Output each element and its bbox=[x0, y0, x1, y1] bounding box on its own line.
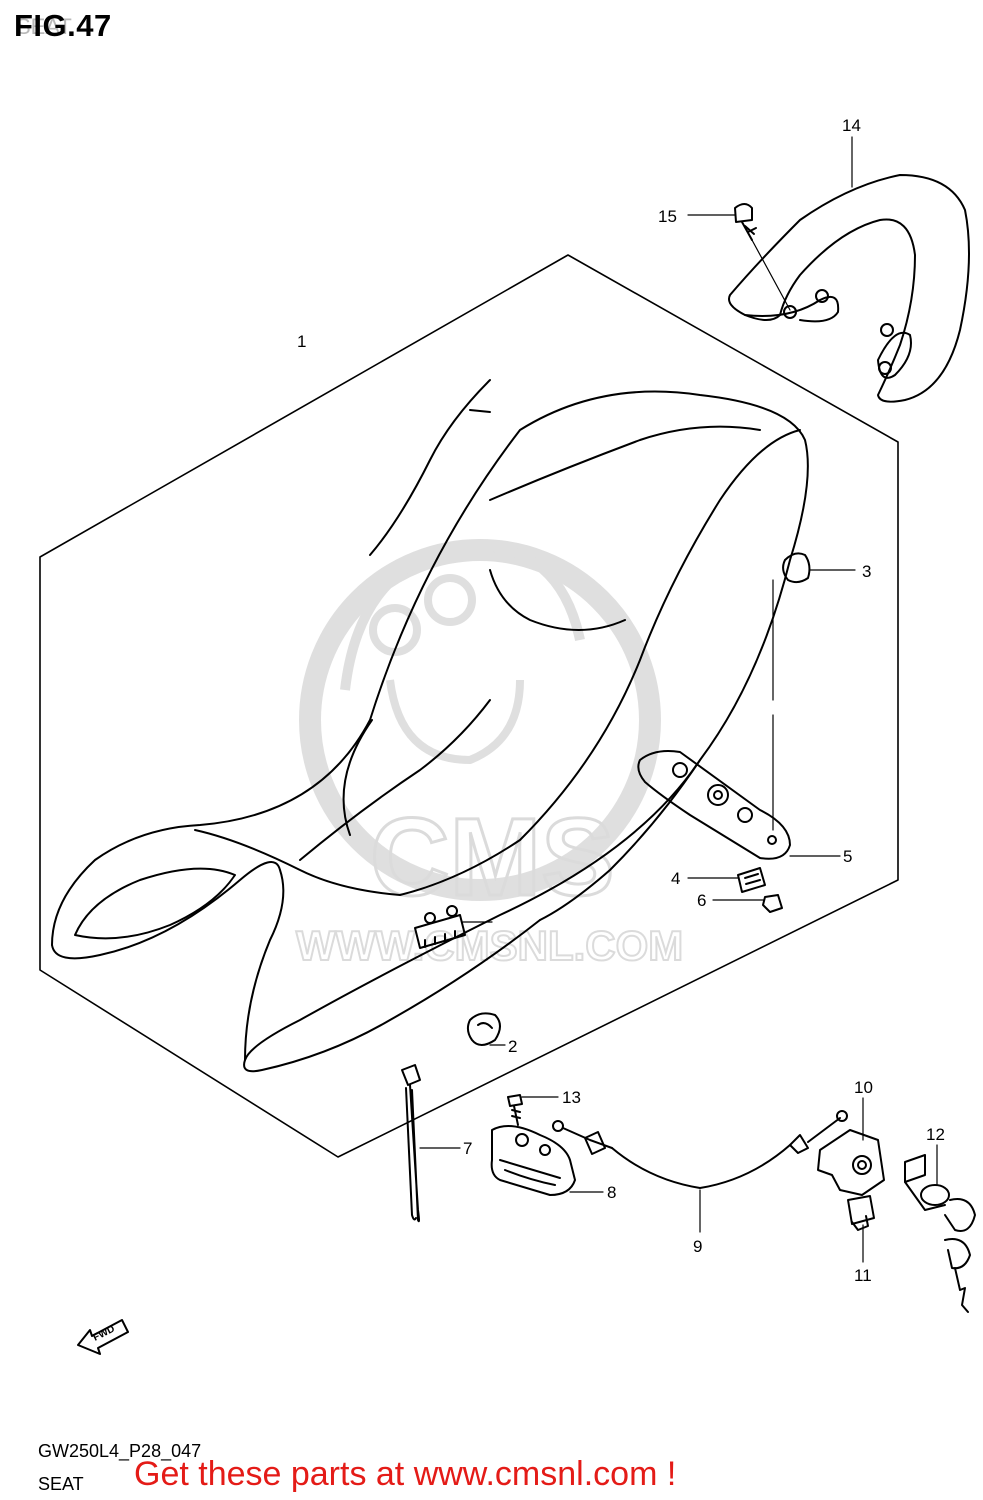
callout-8: 8 bbox=[607, 1183, 616, 1202]
callout-7: 7 bbox=[463, 1139, 472, 1158]
figure-title: FIG.47 bbox=[14, 8, 112, 43]
promo-link-text[interactable]: Get these parts at www.cmsnl.com ! bbox=[134, 1455, 677, 1493]
part-15-bolt[interactable] bbox=[734, 203, 757, 241]
part-13-screw[interactable] bbox=[507, 1094, 523, 1126]
fwd-arrow-icon bbox=[77, 1319, 129, 1355]
seat-stitch-front bbox=[369, 379, 491, 556]
seat-cushion-rubber bbox=[414, 905, 466, 949]
callout-4: 4 bbox=[671, 869, 680, 888]
callout-13: 13 bbox=[562, 1088, 581, 1107]
callout-numbers: 1 2 3 4 5 6 7 8 9 10 11 12 13 14 15 bbox=[297, 116, 945, 1285]
seat-stitch-side bbox=[489, 569, 626, 631]
part-4-grommet[interactable] bbox=[737, 867, 766, 893]
seat-base-left bbox=[51, 861, 285, 1061]
seat-stitch-lower bbox=[299, 699, 491, 861]
diagram-code: GW250L4_P28_047 bbox=[38, 1441, 202, 1461]
seat-stitch-mid bbox=[489, 425, 761, 501]
part-3-nut[interactable] bbox=[782, 552, 811, 584]
part-11-clip[interactable] bbox=[847, 1195, 875, 1231]
part-5-plate[interactable] bbox=[637, 750, 791, 860]
part-14-grab-rail[interactable] bbox=[728, 174, 970, 403]
part-15-axis bbox=[751, 239, 791, 311]
callout-15: 15 bbox=[658, 207, 677, 226]
part-7-cable-tie[interactable] bbox=[401, 1064, 421, 1223]
seat-stitch-rear bbox=[469, 409, 491, 413]
callout-12: 12 bbox=[926, 1125, 945, 1144]
watermark-helmet bbox=[340, 539, 585, 691]
watermark-url: WWW.CMSNL.COM bbox=[296, 922, 683, 969]
callout-14: 14 bbox=[842, 116, 861, 135]
part-6-nut[interactable] bbox=[762, 894, 783, 913]
callout-10: 10 bbox=[854, 1078, 873, 1097]
part-9-cable[interactable] bbox=[552, 1110, 848, 1189]
callout-2: 2 bbox=[508, 1037, 517, 1056]
callout-9: 9 bbox=[693, 1237, 702, 1256]
callout-6: 6 bbox=[697, 891, 706, 910]
callout-3: 3 bbox=[862, 562, 871, 581]
part-10-bracket[interactable] bbox=[817, 1129, 885, 1196]
seat-inner-curve bbox=[194, 429, 801, 896]
watermark-face bbox=[386, 679, 524, 765]
callout-1: 1 bbox=[297, 332, 306, 351]
cms-watermark: CMS WWW.CMSNL.COM bbox=[295, 539, 684, 970]
part-12-lock[interactable] bbox=[904, 1154, 976, 1313]
seat-inner-rear bbox=[74, 867, 236, 940]
callout-5: 5 bbox=[843, 847, 852, 866]
watermark-goggles-right bbox=[424, 574, 476, 626]
figure-subtitle: SEAT bbox=[16, 14, 72, 39]
part-2-clip[interactable] bbox=[466, 1012, 501, 1046]
callout-11: 11 bbox=[854, 1266, 872, 1285]
seat-part[interactable] bbox=[51, 379, 809, 1073]
part-8-latch[interactable] bbox=[490, 1125, 576, 1196]
seat-outline bbox=[51, 390, 809, 1073]
seat-edge-right bbox=[539, 759, 701, 921]
seat-assembly-frame bbox=[39, 254, 899, 1158]
diagram-section-title: SEAT bbox=[38, 1474, 84, 1494]
